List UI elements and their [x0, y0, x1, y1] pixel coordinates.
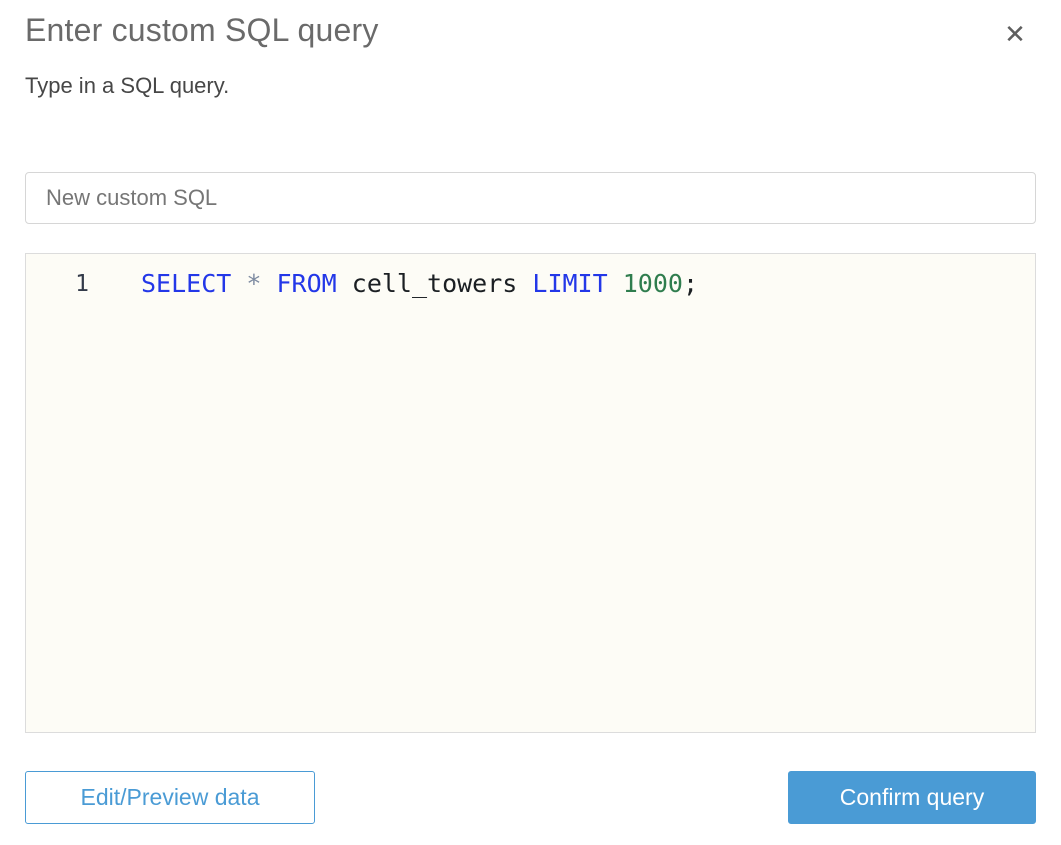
code-token-plain — [608, 269, 623, 298]
code-token-punctuation: ; — [682, 269, 698, 298]
edit-preview-data-button[interactable]: Edit/Preview data — [25, 771, 315, 824]
code-token-keyword: SELECT — [141, 269, 232, 298]
code-token-operator: * — [246, 269, 262, 298]
code-line: SELECT * FROM cell_towers LIMIT 1000; — [141, 268, 698, 301]
dialog-title: Enter custom SQL query — [25, 12, 379, 48]
sql-code-editor[interactable]: 1 SELECT * FROM cell_towers LIMIT 1000; — [25, 253, 1036, 733]
code-token-keyword: FROM — [276, 269, 337, 298]
code-token-keyword: LIMIT — [532, 269, 608, 298]
code-token-plain — [231, 269, 246, 298]
code-token-number: 1000 — [622, 269, 683, 298]
line-number: 1 — [75, 271, 89, 297]
close-icon[interactable]: ✕ — [995, 14, 1035, 54]
query-name-input[interactable] — [25, 172, 1036, 224]
code-row: 1 SELECT * FROM cell_towers LIMIT 1000; — [26, 254, 1035, 301]
confirm-query-button[interactable]: Confirm query — [788, 771, 1036, 824]
dialog-subtitle: Type in a SQL query. — [25, 73, 230, 98]
code-token-identifier: cell_towers — [336, 269, 533, 298]
code-token-plain — [261, 269, 276, 298]
